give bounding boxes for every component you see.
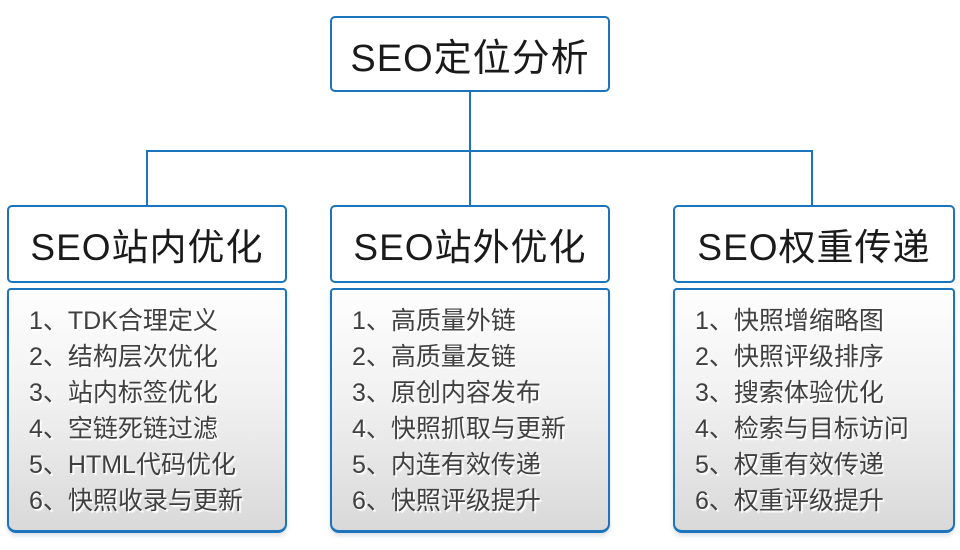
root-node-title: SEO定位分析 — [350, 37, 590, 80]
connector-root-vertical — [469, 92, 471, 151]
list-item: 3、原创内容发布 — [352, 379, 541, 407]
list-item: 5、内连有效传递 — [352, 451, 541, 479]
connector-horizontal — [146, 150, 813, 152]
list-item: 4、快照抓取与更新 — [352, 415, 566, 443]
branch-title: SEO站外优化 — [353, 227, 587, 268]
item-list-offsite: 1、高质量外链 2、高质量友链 3、原创内容发布 4、快照抓取与更新 5、内连有… — [352, 303, 600, 519]
list-item: 3、搜索体验优化 — [695, 379, 884, 407]
list-item: 1、高质量外链 — [352, 307, 516, 335]
list-item: 4、空链死链过滤 — [29, 415, 218, 443]
list-item: 2、快照评级排序 — [695, 343, 884, 371]
branch-body-onsite: 1、TDK合理定义 2、结构层次优化 3、站内标签优化 4、空链死链过滤 5、H… — [7, 288, 287, 533]
item-list-onsite: 1、TDK合理定义 2、结构层次优化 3、站内标签优化 4、空链死链过滤 5、H… — [29, 303, 277, 519]
branch-body-offsite: 1、高质量外链 2、高质量友链 3、原创内容发布 4、快照抓取与更新 5、内连有… — [330, 288, 610, 533]
root-node-seo-positioning: SEO定位分析 — [330, 16, 610, 92]
list-item: 1、TDK合理定义 — [29, 307, 218, 335]
list-item: 2、结构层次优化 — [29, 343, 218, 371]
item-list-weight: 1、快照增缩略图 2、快照评级排序 3、搜索体验优化 4、检索与目标访问 5、权… — [695, 303, 945, 519]
list-item: 6、快照收录与更新 — [29, 487, 243, 515]
list-item: 6、权重评级提升 — [695, 487, 884, 515]
branch-header-weight: SEO权重传递 — [673, 205, 955, 283]
branch-body-weight: 1、快照增缩略图 2、快照评级排序 3、搜索体验优化 4、检索与目标访问 5、权… — [673, 288, 955, 533]
list-item: 5、权重有效传递 — [695, 451, 884, 479]
list-item: 6、快照评级提升 — [352, 487, 541, 515]
list-item: 2、高质量友链 — [352, 343, 516, 371]
connector-drop-right — [811, 150, 813, 206]
branch-header-offsite: SEO站外优化 — [330, 205, 610, 283]
list-item: 3、站内标签优化 — [29, 379, 218, 407]
branch-header-onsite: SEO站内优化 — [7, 205, 287, 283]
branch-title: SEO站内优化 — [30, 227, 264, 268]
list-item: 5、HTML代码优化 — [29, 451, 236, 479]
branch-title: SEO权重传递 — [697, 227, 931, 268]
connector-drop-left — [146, 150, 148, 206]
list-item: 4、检索与目标访问 — [695, 415, 909, 443]
connector-drop-middle — [469, 150, 471, 206]
list-item: 1、快照增缩略图 — [695, 307, 884, 335]
